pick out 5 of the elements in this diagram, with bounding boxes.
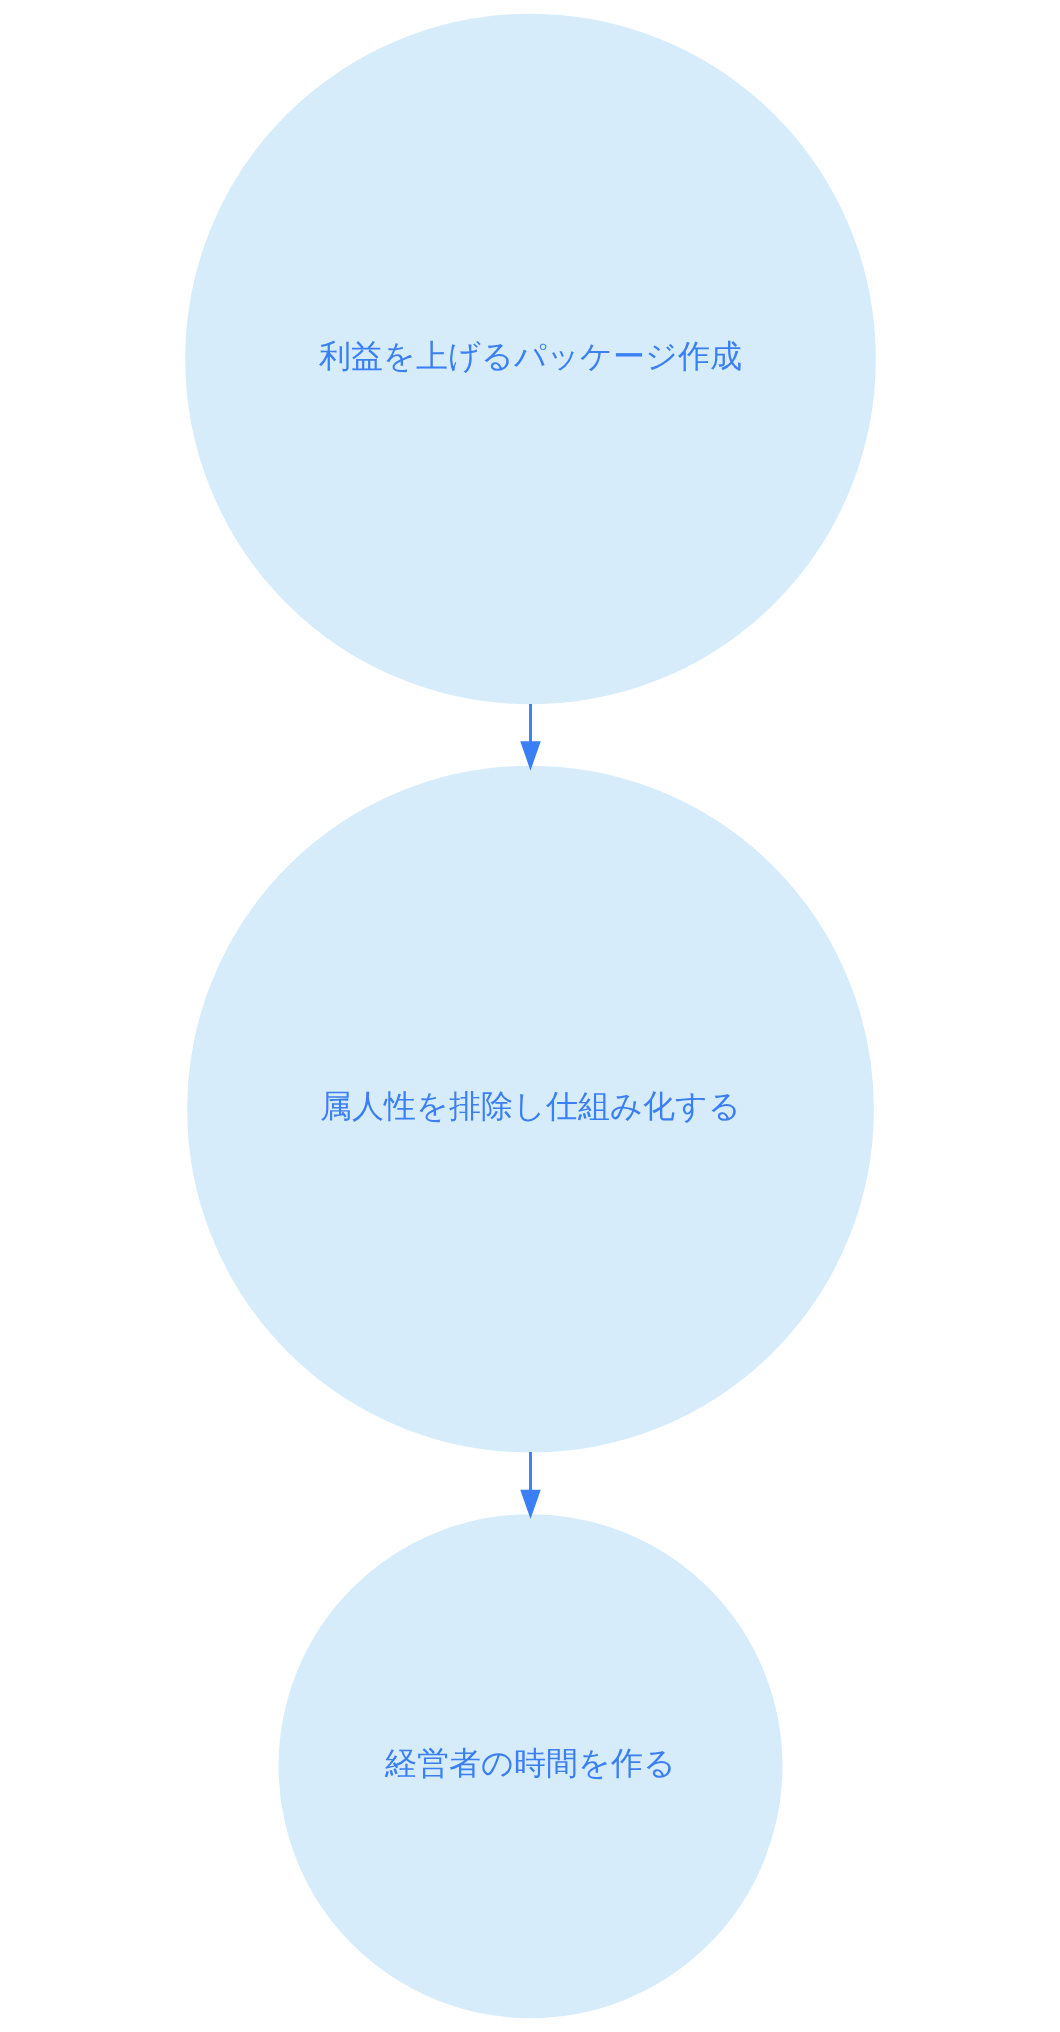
node-circle: 経営者の時間を作る: [278, 1514, 782, 2019]
node-circle: 属人性を排除し仕組み化する: [186, 765, 874, 1453]
arrow: [519, 704, 541, 771]
arrow: [519, 1452, 541, 1520]
node-circle: 利益を上げるパッケージ作成: [184, 13, 876, 705]
